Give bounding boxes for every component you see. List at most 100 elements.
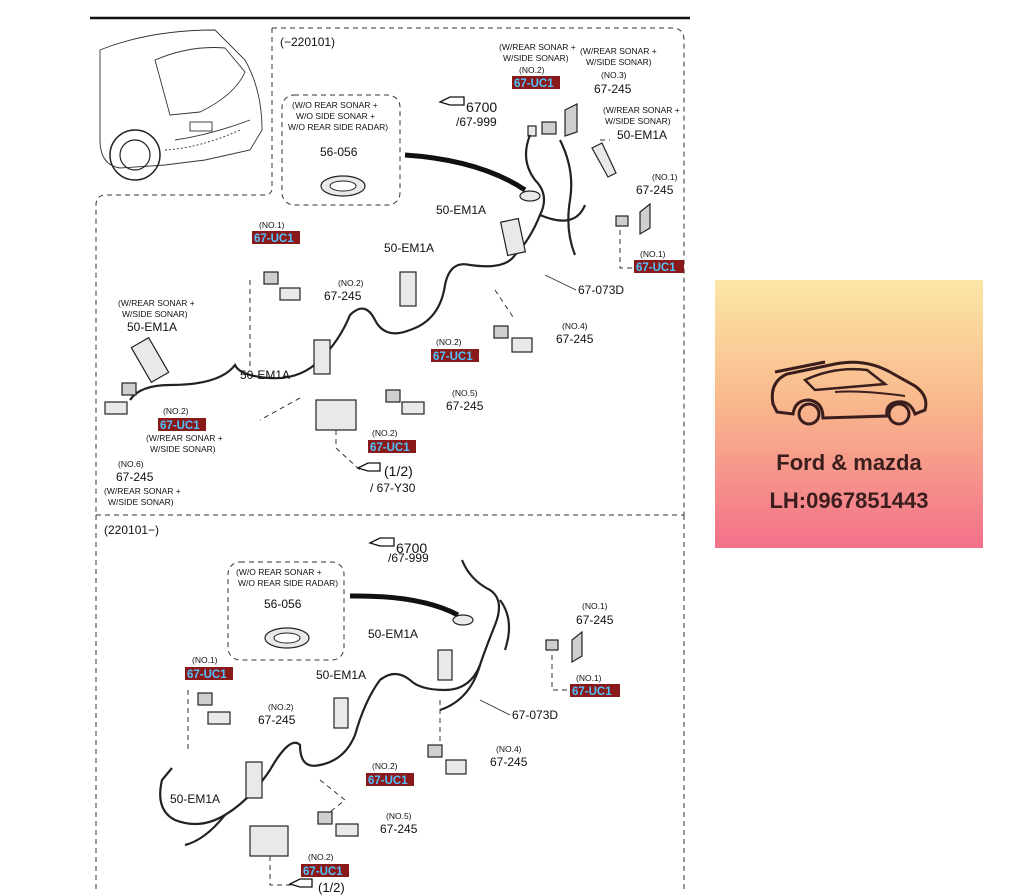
upper-harness-code: 67-073D	[578, 283, 624, 297]
upper-range: (−220101)	[280, 35, 335, 49]
hand-pointer-icon	[356, 462, 381, 472]
ad-brand: Ford & mazda	[776, 450, 922, 475]
upper-connector-top: 67-UC1	[514, 78, 554, 90]
upper-label-no1-r: (NO.1)	[652, 172, 678, 182]
lower-tape-icon-3	[245, 761, 263, 799]
lower-sensor-no2-l: 67-245	[258, 713, 296, 727]
upper-label-no3: (NO.3)	[601, 70, 627, 80]
upper-label-no2-top: (NO.2)	[519, 65, 545, 75]
upper-pointer-top-ref: /67-999	[456, 115, 497, 129]
ad-card: Ford & mazda LH:0967851443	[715, 280, 983, 548]
upper-connector-l: 67-UC1	[254, 233, 294, 245]
upper-pointer-bottom-ref: / 67-Y30	[370, 481, 416, 495]
lower-sensor-no4: 67-245	[490, 755, 528, 769]
upper-note-ba-2: W/SIDE SONAR)	[150, 444, 216, 454]
lower-connector-r: 67-UC1	[572, 686, 612, 698]
upper-note-tr-1: (W/REAR SONAR +	[580, 46, 657, 56]
upper-label-no1-l: (NO.1)	[259, 220, 285, 230]
lower-pointer-top: 6700 /67-999	[368, 537, 429, 565]
lower-label-no1-l: (NO.1)	[192, 655, 218, 665]
upper-sensor-no4: 67-245	[556, 332, 594, 346]
upper-pointer-top: 6700 /67-999	[438, 96, 497, 129]
lower-pointer-top-ref: /67-999	[388, 551, 429, 565]
lower-range: (220101−)	[104, 523, 159, 537]
lower-connector-l: 67-UC1	[187, 669, 227, 681]
upper-tape-icon-3	[313, 339, 331, 375]
upper-label-no2-ll: (NO.2)	[163, 406, 189, 416]
lower-connector-m: 67-UC1	[368, 775, 408, 787]
lower-connector-b: 67-UC1	[303, 866, 343, 878]
upper-label-no5: (NO.5)	[452, 388, 478, 398]
upper-tape-a: 50-EM1A	[617, 128, 667, 142]
upper-tape-icon-2	[399, 271, 417, 307]
lower-tape-a: 50-EM1A	[368, 627, 418, 641]
upper-grommet-arrow	[404, 152, 527, 193]
lower-label-no2-l: (NO.2)	[268, 702, 294, 712]
upper-note-r-2: W/SIDE SONAR)	[605, 116, 671, 126]
lower-tape-icon-2	[333, 697, 349, 729]
upper-tape-c: 50-EM1A	[384, 241, 434, 255]
upper-note-tr-2: W/SIDE SONAR)	[586, 57, 652, 67]
upper-label-no6: (NO.6)	[118, 459, 144, 469]
lower-label-no2-b: (NO.2)	[308, 852, 334, 862]
upper-control-module-icon	[315, 399, 357, 431]
lower-pointer-bottom: (1/2)	[288, 878, 345, 895]
upper-connector-ll: 67-UC1	[160, 420, 200, 432]
upper-label-no4: (NO.4)	[562, 321, 588, 331]
car-rear-sketch-icon	[99, 29, 263, 181]
upper-tape-icon-4	[130, 336, 170, 384]
hand-pointer-icon	[368, 537, 395, 547]
upper-sensor-no1-r: 67-245	[636, 183, 674, 197]
upper-connector-r: 67-UC1	[636, 262, 676, 274]
hand-pointer-icon	[438, 96, 465, 106]
upper-label-no2-m: (NO.2)	[372, 428, 398, 438]
upper-note-bb-1: (W/REAR SONAR +	[104, 486, 181, 496]
wiring-diagram: (−220101) (W/O REAR SONAR + W/O SIDE SON…	[90, 16, 690, 895]
upper-pointer-top-code: 6700	[466, 99, 497, 115]
lower-sensor-no5: 67-245	[380, 822, 418, 836]
upper-grommet-note-2: W/O SIDE SONAR +	[296, 111, 375, 121]
upper-side-sensor-icon	[564, 103, 578, 137]
upper-pointer-bottom: (1/2) / 67-Y30	[356, 462, 416, 495]
lower-harness-code: 67-073D	[512, 708, 558, 722]
lower-tape-c: 50-EM1A	[170, 792, 220, 806]
upper-note-l-1: (W/REAR SONAR +	[118, 298, 195, 308]
lower-grommet-code: 56-056	[264, 597, 302, 611]
upper-label-no2-l: (NO.2)	[338, 278, 364, 288]
upper-tape-icon-1	[499, 217, 527, 257]
lower-control-module-icon	[249, 825, 289, 857]
lower-pointer-top-code: 6700	[396, 540, 427, 556]
lower-grommet-note-1: (W/O REAR SONAR +	[236, 567, 322, 577]
lower-grommet-box	[227, 561, 345, 661]
upper-tape-d: 50-EM1A	[240, 368, 290, 382]
sports-car-icon	[770, 360, 928, 426]
hand-pointer-icon	[288, 878, 313, 888]
upper-pointer-bottom-code: (1/2)	[384, 463, 413, 479]
lower-grommet-arrow	[349, 593, 460, 618]
lower-pointer-bottom-code: (1/2)	[318, 880, 345, 895]
lower-label-no4: (NO.4)	[496, 744, 522, 754]
upper-label-no1-r2: (NO.1)	[640, 249, 666, 259]
lower-harness	[159, 559, 501, 826]
lower-label-no2-m: (NO.2)	[372, 761, 398, 771]
upper-sensor-top-icon	[541, 121, 557, 135]
lower-tape-icon-1	[437, 649, 453, 681]
upper-frame-left	[95, 28, 273, 515]
upper-note-l-2: W/SIDE SONAR)	[122, 309, 188, 319]
upper-connector-m: 67-UC1	[370, 442, 410, 454]
upper-note-ba-1: (W/REAR SONAR +	[146, 433, 223, 443]
upper-sensor-no6: 67-245	[116, 470, 154, 484]
upper-label-no2-mr: (NO.2)	[436, 337, 462, 347]
lower-label-no1-r: (NO.1)	[582, 601, 608, 611]
upper-grommet-note-3: W/O REAR SIDE RADAR)	[288, 122, 388, 132]
upper-sensor-no3: 67-245	[594, 82, 632, 96]
lower-sensor-no1-r: 67-245	[576, 613, 614, 627]
upper-grommet-box	[281, 94, 401, 206]
lower-tape-b: 50-EM1A	[316, 668, 366, 682]
lower-grommet-note-2: W/O REAR SIDE RADAR)	[238, 578, 338, 588]
lower-label-no5: (NO.5)	[386, 811, 412, 821]
upper-connector-mr: 67-UC1	[433, 351, 473, 363]
upper-side-tape-icon	[591, 142, 617, 178]
upper-grommet-code: 56-056	[320, 145, 358, 159]
upper-grommet-note-1: (W/O REAR SONAR +	[292, 100, 378, 110]
